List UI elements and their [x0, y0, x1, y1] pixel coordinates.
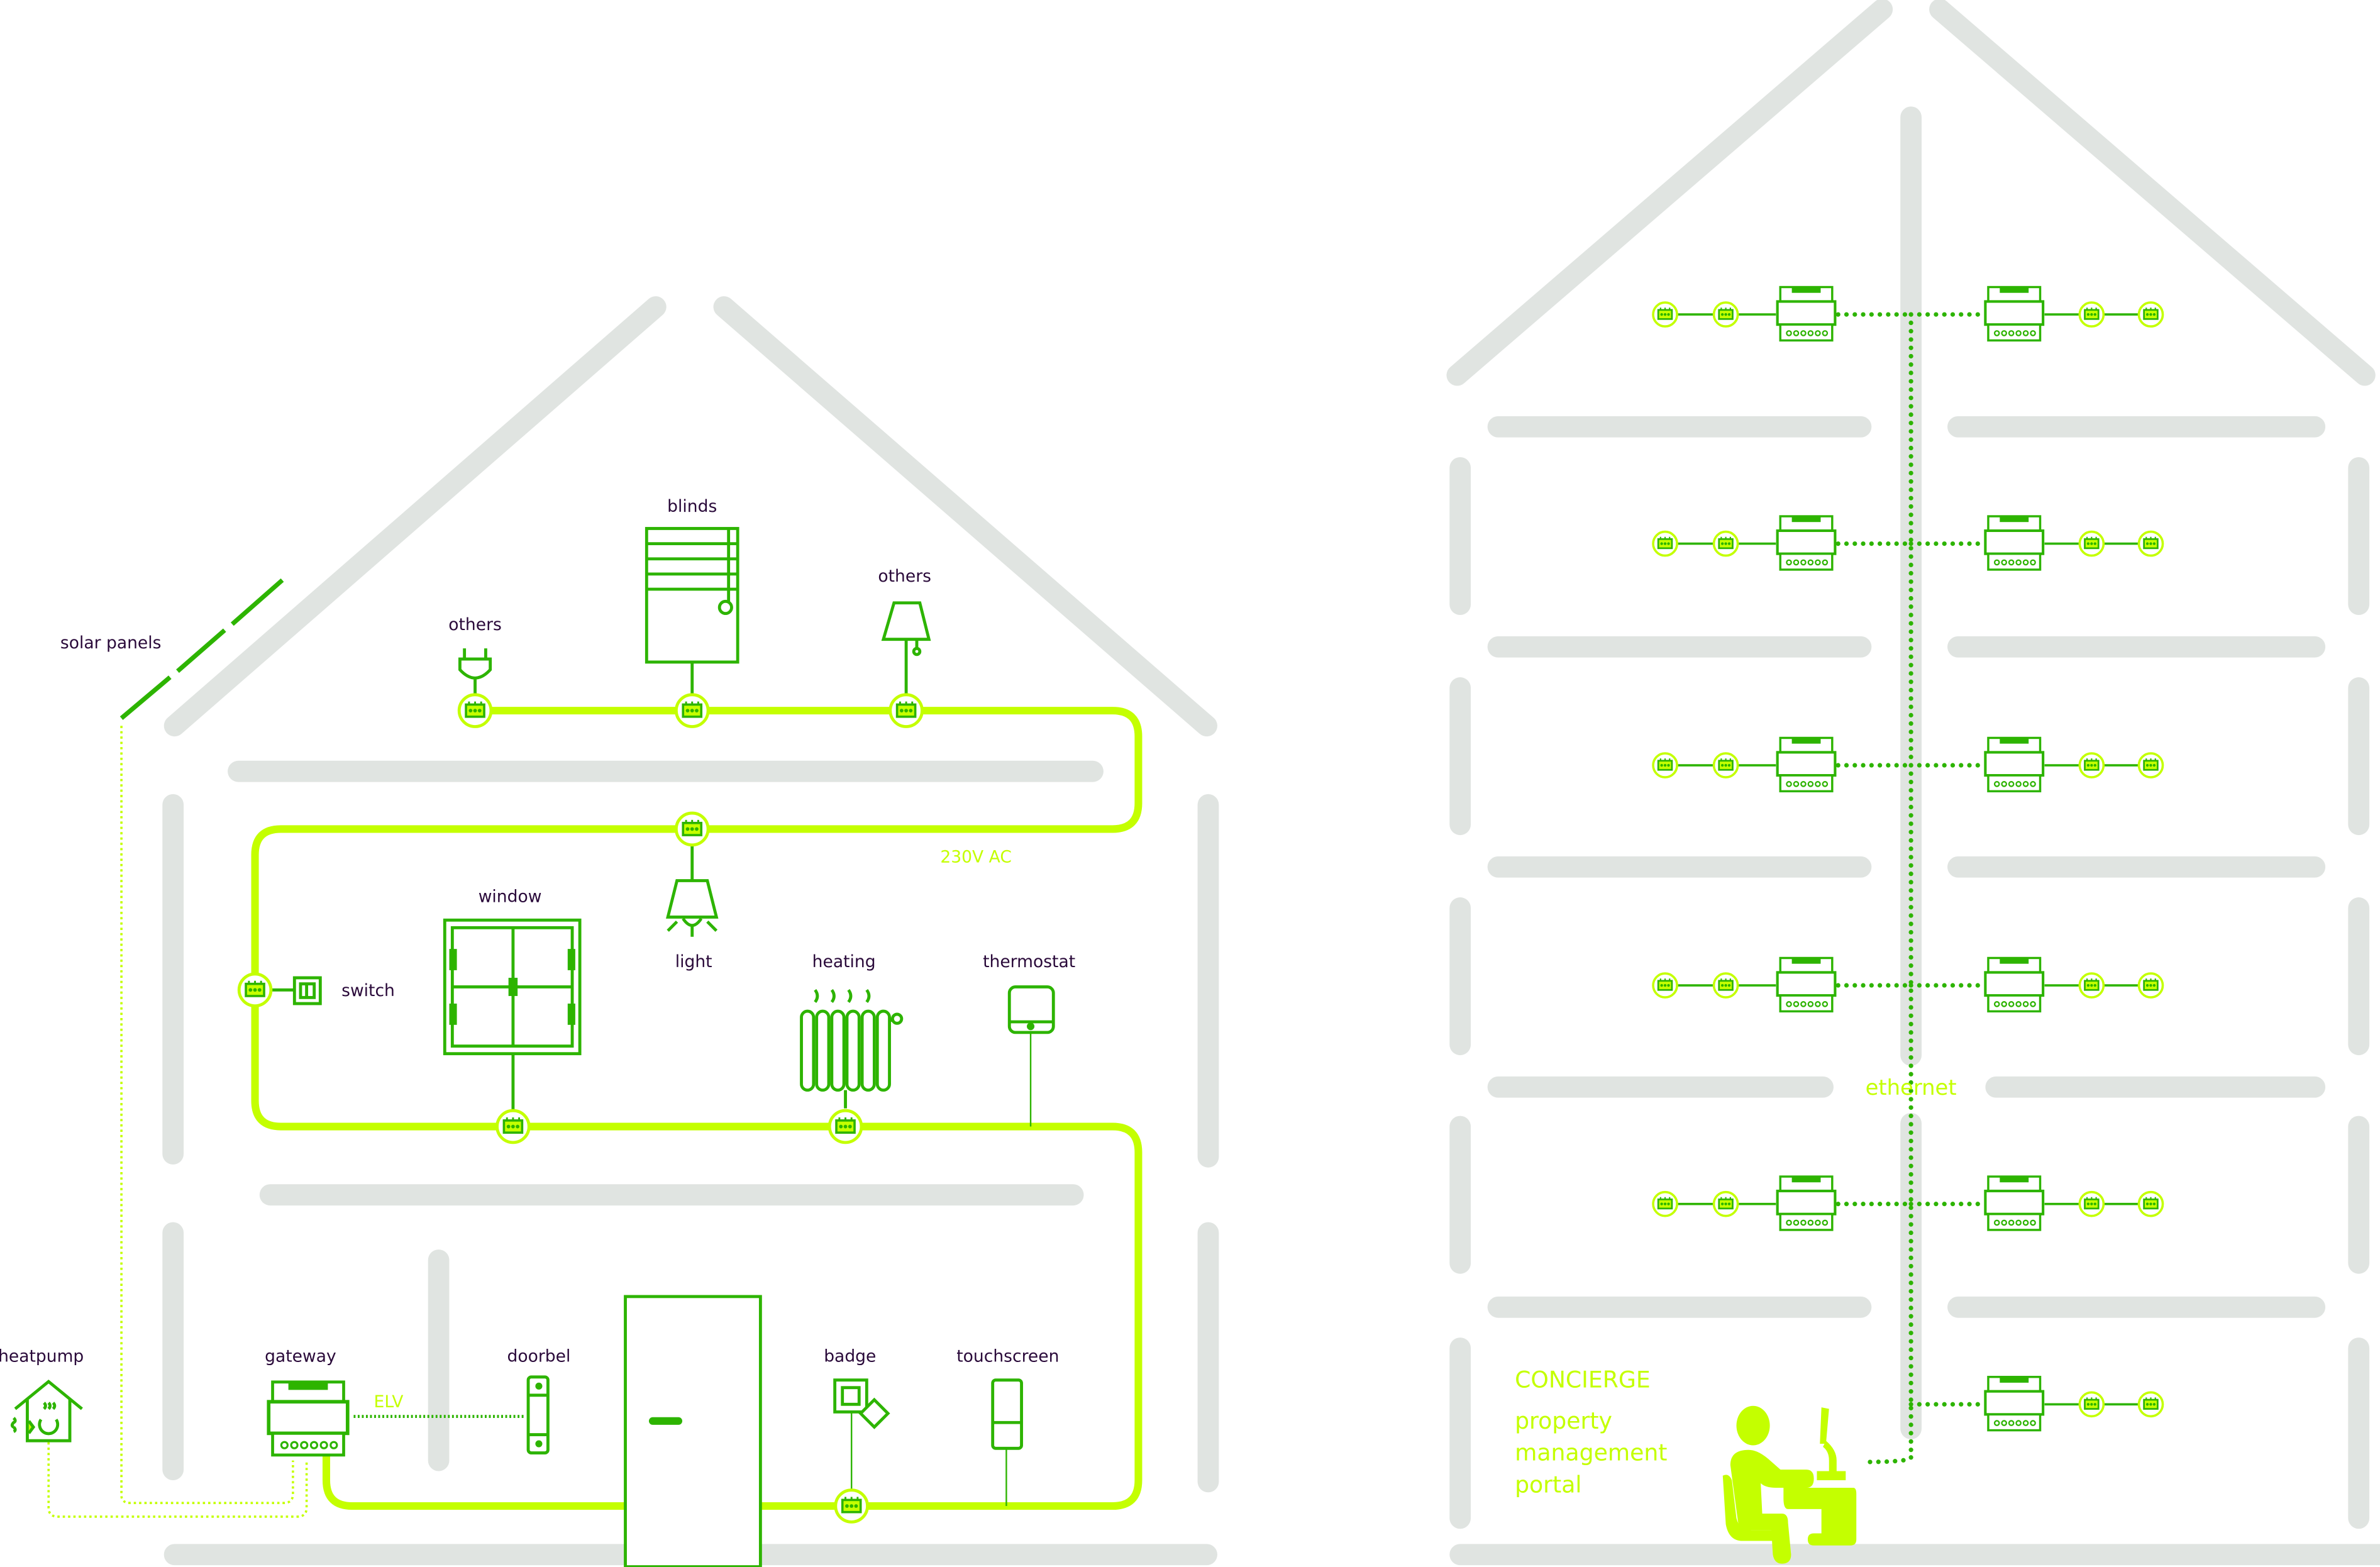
- unit-left: [1652, 958, 1913, 1011]
- module-icon: [1778, 287, 1835, 341]
- heating-label: heating: [812, 952, 876, 972]
- unit-right: [1908, 516, 2164, 570]
- module-icon: [1778, 516, 1835, 570]
- portal-line-1: property: [1515, 1407, 1612, 1434]
- switch-label: switch: [341, 981, 395, 1000]
- others-plug-label: others: [448, 615, 502, 634]
- module-icon: [1985, 1177, 2043, 1230]
- unit-right: [1908, 1177, 2164, 1230]
- thermostat-label: thermostat: [983, 952, 1075, 972]
- node-icon: [1712, 301, 1739, 328]
- ethernet-to-portal: [1861, 1455, 1913, 1465]
- node-icon: [459, 695, 491, 727]
- module-icon: [1985, 516, 2043, 570]
- solar-panels-icon: [119, 578, 284, 720]
- building-device-rows: [1652, 287, 2164, 1431]
- concierge-label: CONCIERGE: [1515, 1366, 1651, 1393]
- gateway-module-icon: [268, 1382, 348, 1455]
- gateway-label: gateway: [265, 1347, 336, 1366]
- power-line-230v: [251, 707, 1143, 1510]
- touchscreen-label: touchscreen: [956, 1347, 1059, 1366]
- ethernet-label: ethernet: [1866, 1075, 1957, 1100]
- node-icon: [2137, 301, 2164, 328]
- module-icon: [1778, 738, 1835, 791]
- node-icon: [2078, 752, 2105, 778]
- node-icon: [1712, 752, 1739, 778]
- node-icon: [836, 1490, 868, 1522]
- module-icon: [1778, 958, 1835, 1011]
- node-icon: [2137, 972, 2164, 999]
- light-label: light: [675, 952, 712, 972]
- heatpump-label: heatpump: [0, 1347, 84, 1366]
- unit-right: [1908, 287, 2164, 341]
- node-icon: [2078, 1190, 2105, 1217]
- building-floors: [1449, 416, 2370, 1529]
- node-icon: [2078, 1391, 2105, 1418]
- light-icon: [666, 844, 719, 937]
- others-lamp-label: others: [878, 567, 931, 586]
- unit-left: [1652, 1177, 1913, 1230]
- unit-left: [1652, 516, 1913, 570]
- node-icon: [497, 1110, 529, 1143]
- module-icon: [1985, 738, 2043, 791]
- node-icon: [1712, 530, 1739, 557]
- lamp-icon: [881, 601, 931, 695]
- node-icon: [1652, 530, 1678, 557]
- radiator-icon: [800, 988, 904, 1109]
- node-icon: [239, 974, 271, 1006]
- badge-label: badge: [824, 1347, 876, 1366]
- node-icon: [2137, 530, 2164, 557]
- power-line-label: 230V AC: [940, 848, 1012, 867]
- blinds-label: blinds: [667, 497, 717, 516]
- node-icon: [2137, 1190, 2164, 1217]
- unit-left: [1652, 287, 1913, 341]
- unit-right: [1908, 738, 2164, 791]
- node-icon: [1652, 972, 1678, 999]
- solar-dotted-line: [120, 726, 294, 1505]
- unit-left: [1652, 738, 1913, 791]
- doorbel-label: doorbel: [507, 1347, 571, 1366]
- module-icon: [1985, 958, 2043, 1011]
- badge-reader-icon: [833, 1378, 890, 1491]
- node-icon: [676, 695, 708, 727]
- solar-panels-label: solar panels: [60, 633, 162, 653]
- node-icon: [676, 813, 708, 845]
- node-icon: [2078, 301, 2105, 328]
- node-icon: [1652, 752, 1678, 778]
- unit-right: [1908, 1377, 2164, 1431]
- node-icon: [1712, 1190, 1739, 1217]
- switch-icon: [270, 976, 322, 1005]
- portal-line-2: management: [1515, 1439, 1667, 1466]
- node-icon: [2137, 752, 2164, 778]
- touchscreen-icon: [991, 1378, 1023, 1507]
- node-icon: [1712, 972, 1739, 999]
- building-walls: [1446, 0, 2380, 1566]
- elv-label: ELV: [374, 1392, 404, 1412]
- module-icon: [1985, 1377, 2043, 1431]
- unit-right: [1908, 958, 2164, 1011]
- module-icon: [1985, 287, 2043, 341]
- node-icon: [2078, 972, 2105, 999]
- node-icon: [1652, 1190, 1678, 1217]
- node-icon: [2137, 1391, 2164, 1418]
- concierge-desk-icon: [1722, 1405, 1857, 1564]
- plug-icon: [458, 648, 492, 695]
- node-icon: [2078, 530, 2105, 557]
- module-icon: [1778, 1177, 1835, 1230]
- node-icon: [1652, 301, 1678, 328]
- window-label: window: [479, 887, 542, 906]
- front-door[interactable]: [624, 1295, 762, 1567]
- doorbell-icon: [526, 1375, 550, 1454]
- heatpump-icon: [10, 1379, 83, 1442]
- thermostat-icon: [1007, 985, 1055, 1127]
- node-icon: [890, 695, 922, 727]
- heatpump-dotted-line: [47, 1442, 308, 1518]
- window-icon: [443, 918, 582, 1112]
- blinds-icon: [645, 527, 739, 695]
- portal-line-3: portal: [1515, 1471, 1581, 1498]
- node-icon: [829, 1110, 861, 1143]
